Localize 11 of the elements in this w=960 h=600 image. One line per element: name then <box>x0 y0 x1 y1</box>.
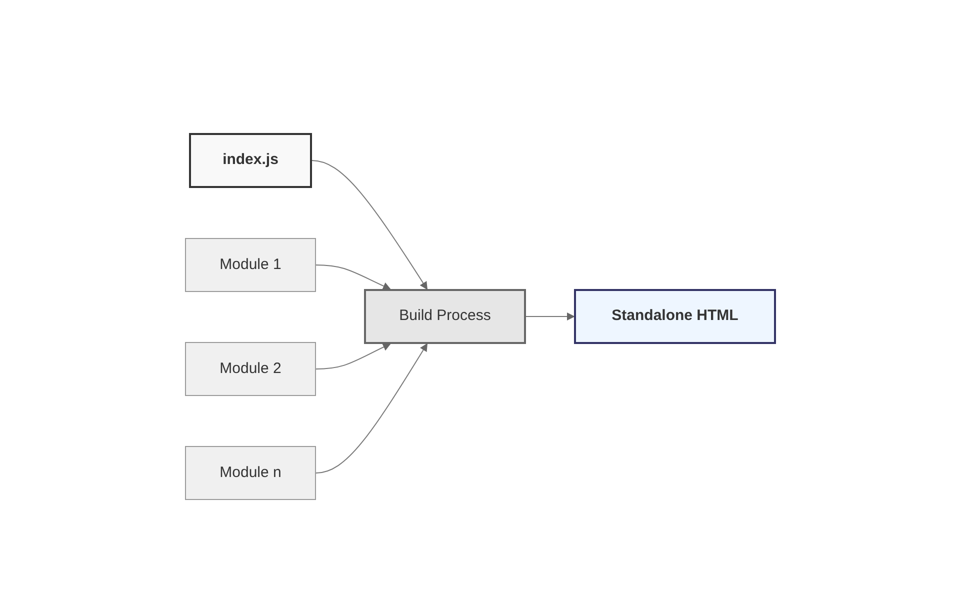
arrow <box>316 264 391 290</box>
process-box: Standalone HTML <box>574 289 776 344</box>
arrow <box>526 312 575 320</box>
process-box: Build Process <box>364 289 526 344</box>
arrow <box>316 343 428 474</box>
process-box: Module 1 <box>185 238 316 292</box>
arrow <box>312 160 428 290</box>
process-box: index.js <box>189 133 312 188</box>
process-box: Module 2 <box>185 342 316 396</box>
arrow <box>316 343 391 370</box>
process-box: Module n <box>185 446 316 500</box>
